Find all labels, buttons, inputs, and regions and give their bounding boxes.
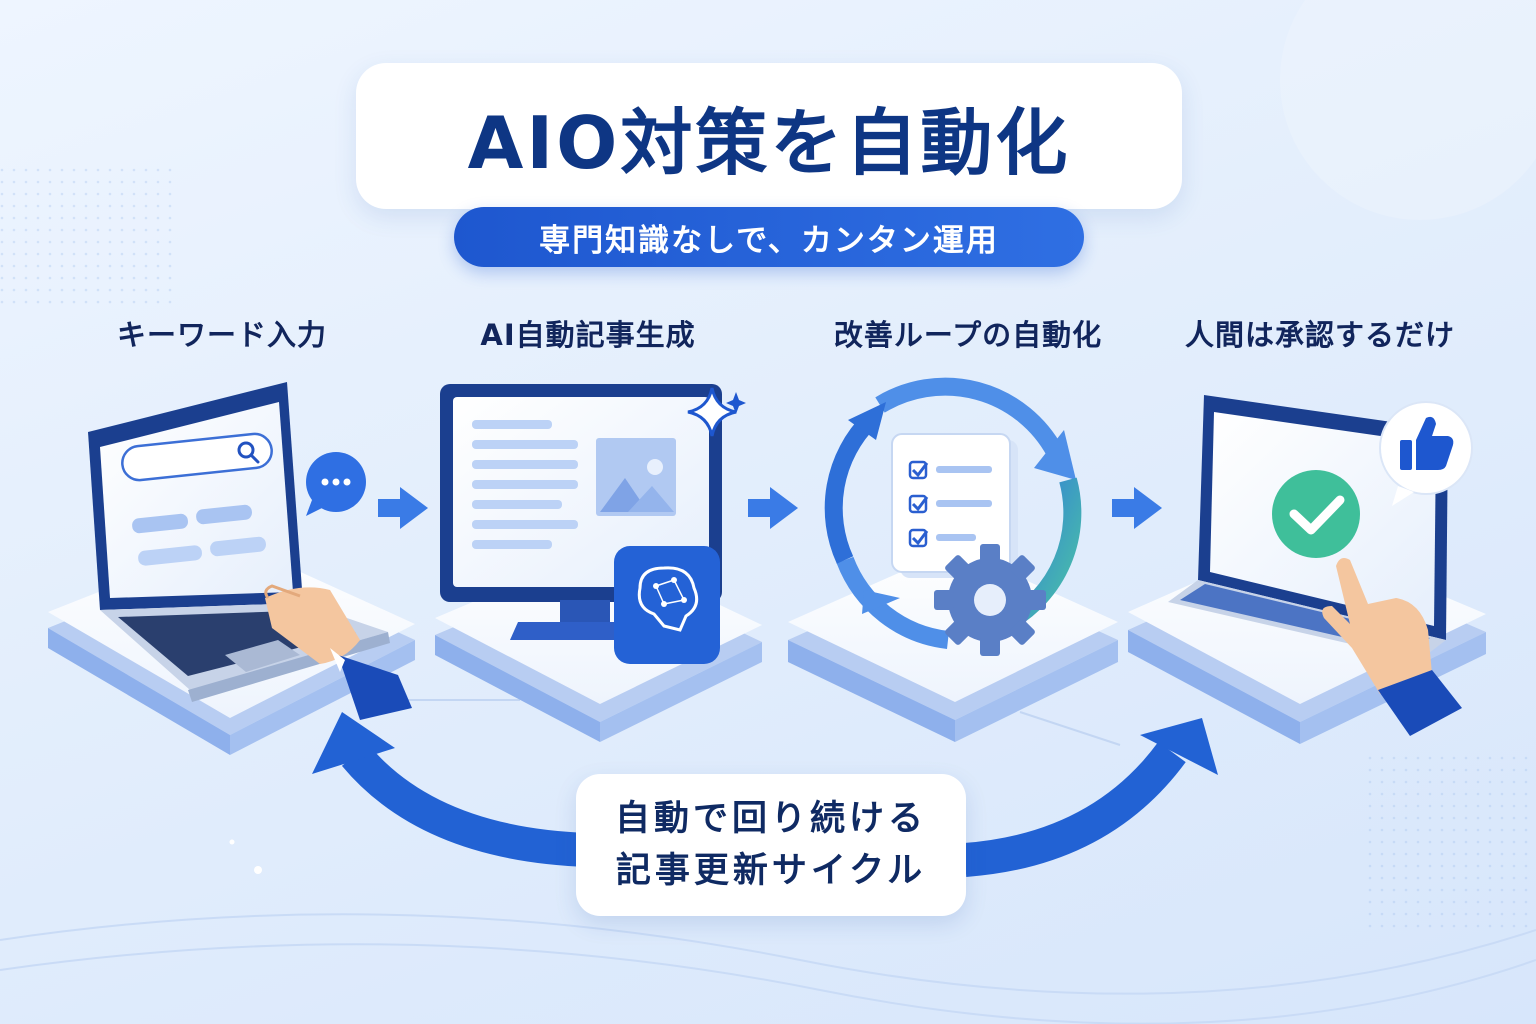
search-icon [237, 441, 255, 459]
connector-line [1019, 711, 1121, 746]
checklist-icon [891, 433, 1018, 578]
image-placeholder-icon [596, 438, 676, 516]
step-arrow-1 [378, 487, 428, 529]
chat-bubble-icon [306, 452, 366, 516]
cycle-arrow-right [963, 718, 1218, 877]
sparkle-icon [687, 387, 746, 437]
step-arrow-3 [1112, 487, 1162, 529]
step-label-ai-article-generation: AI自動記事生成 [480, 318, 696, 352]
cycle-arrow-left [312, 712, 591, 867]
gear-icon [934, 544, 1046, 656]
step-label-human-approval: 人間は承認するだけ [1184, 318, 1455, 352]
cycle-label-line-1: 自動で回り続ける [614, 799, 927, 839]
subtitle-text: 専門知識なしで、カンタン運用 [539, 222, 999, 259]
subtitle-badge: 専門知識なしで、カンタン運用 [454, 207, 1084, 267]
step-label-keyword-input: キーワード入力 [116, 318, 327, 352]
step-label-improvement-loop: 改善ループの自動化 [833, 318, 1103, 352]
step-3-illustration [788, 377, 1118, 742]
checkmark-icon [1272, 470, 1360, 558]
step-2-illustration [435, 384, 762, 742]
step-4-illustration [1128, 395, 1486, 744]
thumbs-up-badge-icon [1379, 401, 1473, 506]
pointing-hand-icon [1322, 558, 1462, 736]
search-input [121, 432, 273, 482]
step-1-illustration [48, 382, 415, 755]
page-title: AIO対策を自動化 [467, 100, 1071, 185]
hand-icon [264, 584, 412, 720]
cycle-label-card: 自動で回り続ける 記事更新サイクル [576, 774, 966, 916]
title-card: AIO対策を自動化 [356, 63, 1182, 209]
ai-brain-icon [614, 546, 720, 664]
cycle-label-line-2: 記事更新サイクル [615, 851, 927, 891]
step-arrow-2 [748, 487, 798, 529]
